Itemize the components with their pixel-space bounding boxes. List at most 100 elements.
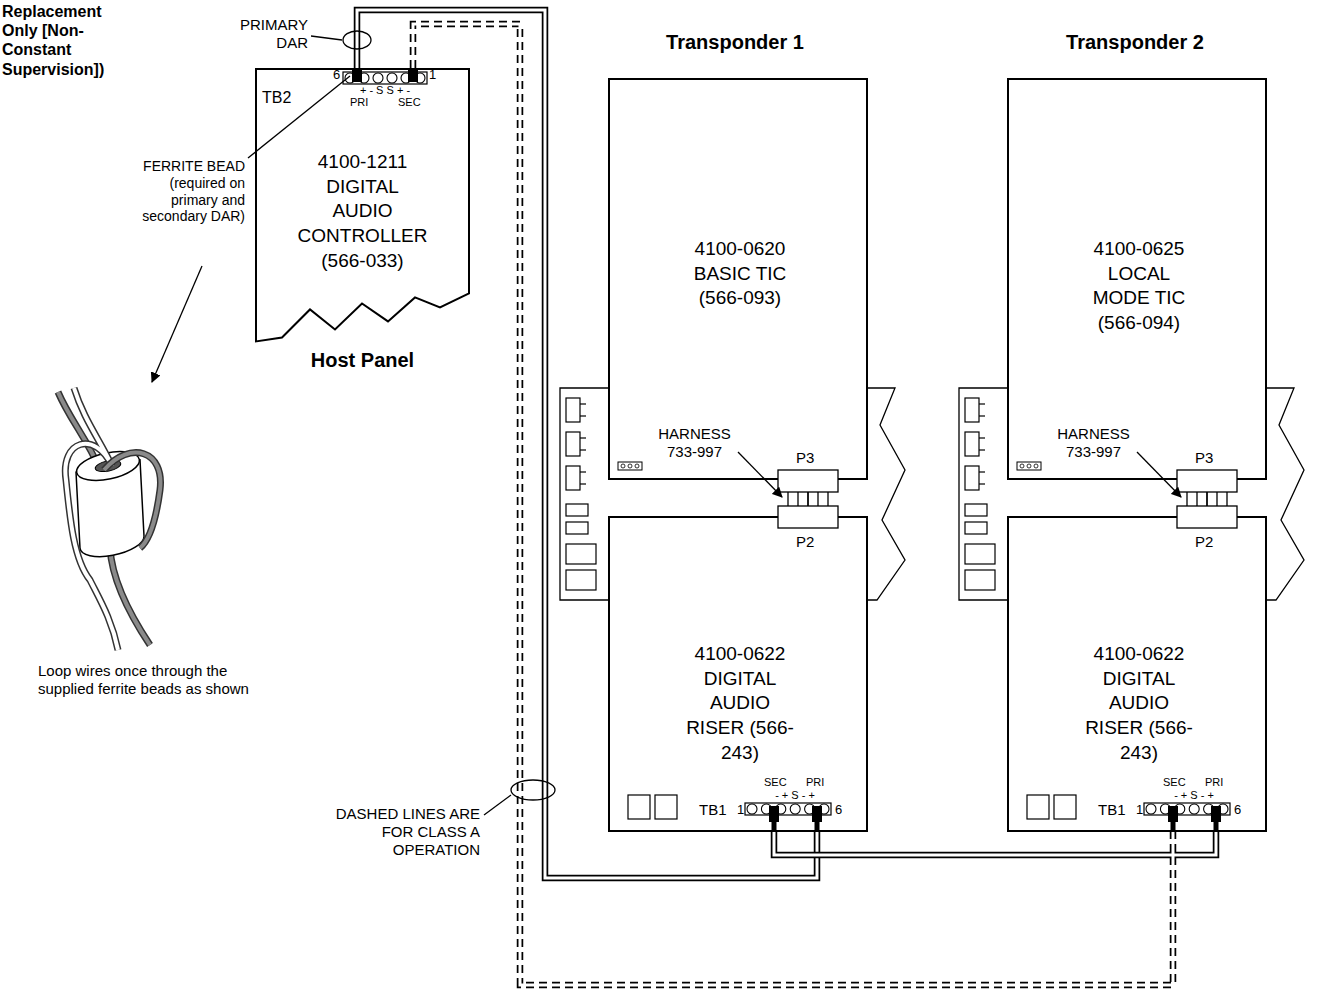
terminal-blocks: [343, 68, 1237, 832]
terminal-screw: [805, 804, 815, 814]
leader-line: [248, 76, 350, 158]
leader-line: [484, 795, 511, 815]
part-lead: [580, 415, 586, 416]
part-lead: [580, 403, 586, 404]
connector-part: [566, 544, 596, 564]
signal-name: PRI: [806, 776, 836, 789]
jumper-pin: [635, 464, 639, 468]
wire-lug: [1168, 806, 1178, 822]
wire-lug: [812, 806, 822, 822]
jumper-pin: [628, 464, 632, 468]
bead-wire: [58, 392, 150, 645]
leader-line: [152, 266, 202, 382]
bead-hole: [94, 458, 122, 473]
audio-riser-board: 4100-0622 DIGITAL AUDIO RISER (566-243): [1007, 516, 1267, 832]
bead-wire: [104, 453, 160, 548]
jumper-header: [618, 462, 642, 470]
note-text: Replacement Only [Non-Constant Supervisi…: [2, 2, 127, 79]
panel-heading: Host Panel: [255, 347, 470, 373]
terminal-screw: [1146, 804, 1156, 814]
terminal-screw: [1160, 804, 1170, 814]
audio-riser-board: 4100-0622 DIGITAL AUDIO RISER (566-243): [608, 516, 868, 832]
pin-names: - + S - +: [759, 789, 831, 802]
signal-name: SEC: [764, 776, 794, 789]
terminal-screw: [345, 73, 355, 83]
pin-names: + - S S + -: [343, 84, 427, 97]
part-lead: [979, 437, 985, 438]
part-lead: [580, 449, 586, 450]
group-heading: Transponder 1: [630, 30, 840, 54]
callout-text: HARNESS 733-997: [1051, 425, 1136, 461]
relay-part: [965, 398, 979, 422]
harness-plug: [1177, 506, 1237, 528]
harness-wire: [817, 490, 818, 508]
wire-stub: [815, 822, 820, 832]
terminal-name: TB2: [262, 88, 302, 107]
pin-names: - + S - +: [1158, 789, 1230, 802]
callout-text: PRIMARY DAR: [212, 16, 308, 52]
harness-wire: [1186, 490, 1187, 508]
pin-number: 6: [835, 802, 845, 818]
primary-dar-ring: [343, 31, 371, 49]
terminal-screw: [387, 73, 397, 83]
harness-wire: [807, 490, 808, 508]
audio-controller-board: 4100-1211 DIGITAL AUDIO CONTROLLER (566-…: [255, 68, 470, 343]
harness-wire: [797, 490, 798, 508]
pin-number: 1: [1136, 802, 1146, 818]
wire-lug: [769, 806, 779, 822]
board-label: 4100-0620 BASIC TIC (566-093): [680, 237, 800, 311]
harness-cable: [1207, 480, 1208, 516]
dar-wire-pair: [774, 832, 1216, 855]
terminal-screw: [1189, 804, 1199, 814]
leader-lines: [152, 36, 1181, 815]
connector-name: P2: [1195, 533, 1225, 551]
part-lead: [979, 415, 985, 416]
terminal-screw: [761, 804, 771, 814]
wire-stub: [1171, 822, 1176, 832]
bead-wire: [58, 392, 150, 645]
class-a-ring: [511, 780, 555, 800]
harness-wire: [1206, 480, 1207, 516]
board-label: 4100-1211 DIGITAL AUDIO CONTROLLER (566-…: [295, 150, 431, 273]
wire-gap: [774, 832, 1216, 855]
tic-board: 4100-0625 LOCAL MODE TIC (566-094): [1007, 78, 1267, 480]
terminal-screw: [401, 73, 411, 83]
terminal-screw: [747, 804, 757, 814]
part-lead: [979, 471, 985, 472]
ferrite-bead-illustration: [58, 388, 160, 650]
terminal-screw: [359, 73, 369, 83]
connector-name: P3: [1195, 449, 1225, 467]
relay-part: [965, 432, 979, 456]
part-lead: [979, 449, 985, 450]
pin-number: 1: [737, 802, 747, 818]
harness-wire: [787, 490, 788, 508]
terminal-screw: [819, 804, 829, 814]
wire-lug: [1211, 806, 1221, 822]
callout-text: FERRITE BEAD (required on primary and se…: [140, 158, 245, 225]
board-label: 4100-0622 DIGITAL AUDIO RISER (566-243): [680, 642, 800, 765]
jumper-pin: [1034, 464, 1038, 468]
signal-name: SEC: [398, 96, 428, 109]
board-label: 4100-0622 DIGITAL AUDIO RISER (566-243): [1079, 642, 1199, 765]
harness-wire: [1206, 490, 1207, 508]
terminal-screw: [373, 73, 383, 83]
board-outline-path: [256, 69, 469, 341]
terminal-screw: [1218, 804, 1228, 814]
terminal-screw: [1175, 804, 1185, 814]
part-lead: [580, 437, 586, 438]
chip-part: [965, 504, 987, 516]
harness-wire: [1226, 490, 1227, 508]
bead-wire: [65, 388, 118, 650]
relay-part: [566, 432, 580, 456]
terminal-strip: [343, 72, 427, 84]
jumper-pin: [621, 464, 625, 468]
bead-wire: [65, 388, 118, 650]
relay-part: [566, 398, 580, 422]
connector-part: [566, 570, 596, 590]
terminal-name: TB1: [1098, 801, 1132, 819]
pin-number: 6: [333, 67, 345, 83]
jumper-header: [1017, 462, 1041, 470]
terminal-screw: [776, 804, 786, 814]
